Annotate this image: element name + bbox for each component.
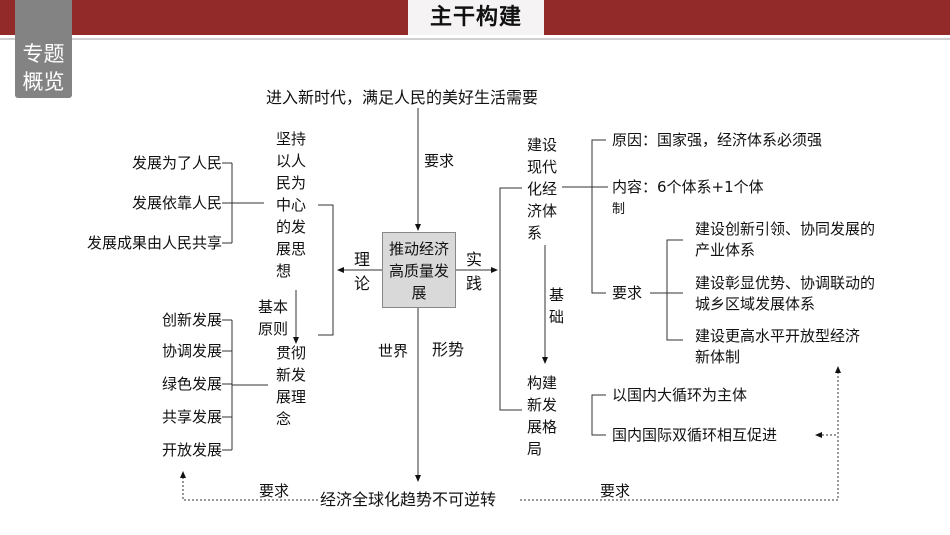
top-arrow-label: 要求 bbox=[424, 152, 455, 170]
concept-item: 绿色发展 bbox=[161, 375, 222, 393]
pattern-item: 以国内大循环为主体 bbox=[612, 386, 748, 404]
content: 内容：6个体系+1个体 bbox=[612, 178, 764, 196]
pattern-item: 国内国际双循环相互促进 bbox=[612, 426, 778, 444]
header-divider bbox=[0, 38, 950, 40]
theory-label: 理论 bbox=[354, 250, 371, 293]
people-center: 坚持以人民为中心的发展思想 bbox=[276, 130, 307, 280]
bottom-right-label: 要求 bbox=[600, 482, 631, 500]
requirement: 建设创新引领、协同发展的产业体系 bbox=[695, 220, 876, 259]
concept-item: 共享发展 bbox=[161, 408, 222, 426]
requirement: 建设彰显优势、协调联动的城乡区域发展体系 bbox=[695, 274, 876, 313]
content-cont: 制 bbox=[612, 202, 626, 217]
concept-item: 开放发展 bbox=[161, 441, 222, 459]
people-item: 发展为了人民 bbox=[131, 154, 222, 172]
concept-item: 创新发展 bbox=[161, 311, 222, 329]
world-label: 世界 bbox=[378, 342, 409, 360]
concept-item: 协调发展 bbox=[161, 342, 222, 360]
new-pattern: 构建新发展格局 bbox=[527, 374, 558, 458]
center-node: 推动经济高质量发展 bbox=[382, 232, 456, 308]
foundation-label: 基础 bbox=[549, 286, 565, 326]
bottom-left-label: 要求 bbox=[259, 482, 290, 500]
bottom-node: 经济全球化趋势不可逆转 bbox=[320, 490, 497, 509]
page-title: 主干构建 bbox=[408, 0, 544, 35]
economic-system: 建设现代化经济体系 bbox=[527, 136, 558, 242]
people-item: 发展依靠人民 bbox=[131, 194, 222, 212]
side-tab[interactable]: 专题概览 bbox=[15, 0, 72, 98]
principle-label: 基本原则 bbox=[258, 298, 289, 338]
trend-label: 形势 bbox=[432, 340, 465, 359]
top-goal: 进入新时代，满足人民的美好生活需要 bbox=[266, 88, 539, 107]
require-label: 要求 bbox=[612, 284, 643, 302]
practice-label: 实践 bbox=[466, 250, 483, 293]
concept-center: 贯彻新发展理念 bbox=[276, 344, 307, 428]
reason: 原因：国家强，经济体系必须强 bbox=[612, 131, 823, 149]
people-item: 发展成果由人民共享 bbox=[86, 234, 222, 252]
requirement: 建设更高水平开放型经济新体制 bbox=[695, 327, 861, 366]
